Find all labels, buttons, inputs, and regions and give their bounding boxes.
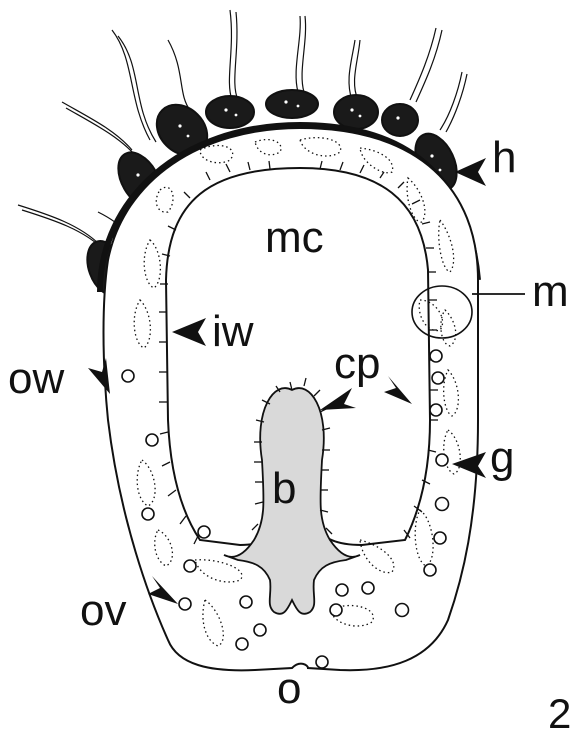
label-m: m [532, 267, 569, 316]
figure-number: 2 [548, 690, 571, 734]
label-ow: ow [8, 354, 64, 403]
label-h: h [492, 133, 516, 182]
label-ov: ov [80, 586, 126, 635]
label-g: g [490, 433, 514, 482]
label-cp: cp [334, 339, 380, 388]
label-b: b [272, 464, 296, 513]
label-o: o [277, 664, 301, 713]
label-mc: mc [265, 213, 324, 262]
label-iw: iw [212, 307, 254, 356]
